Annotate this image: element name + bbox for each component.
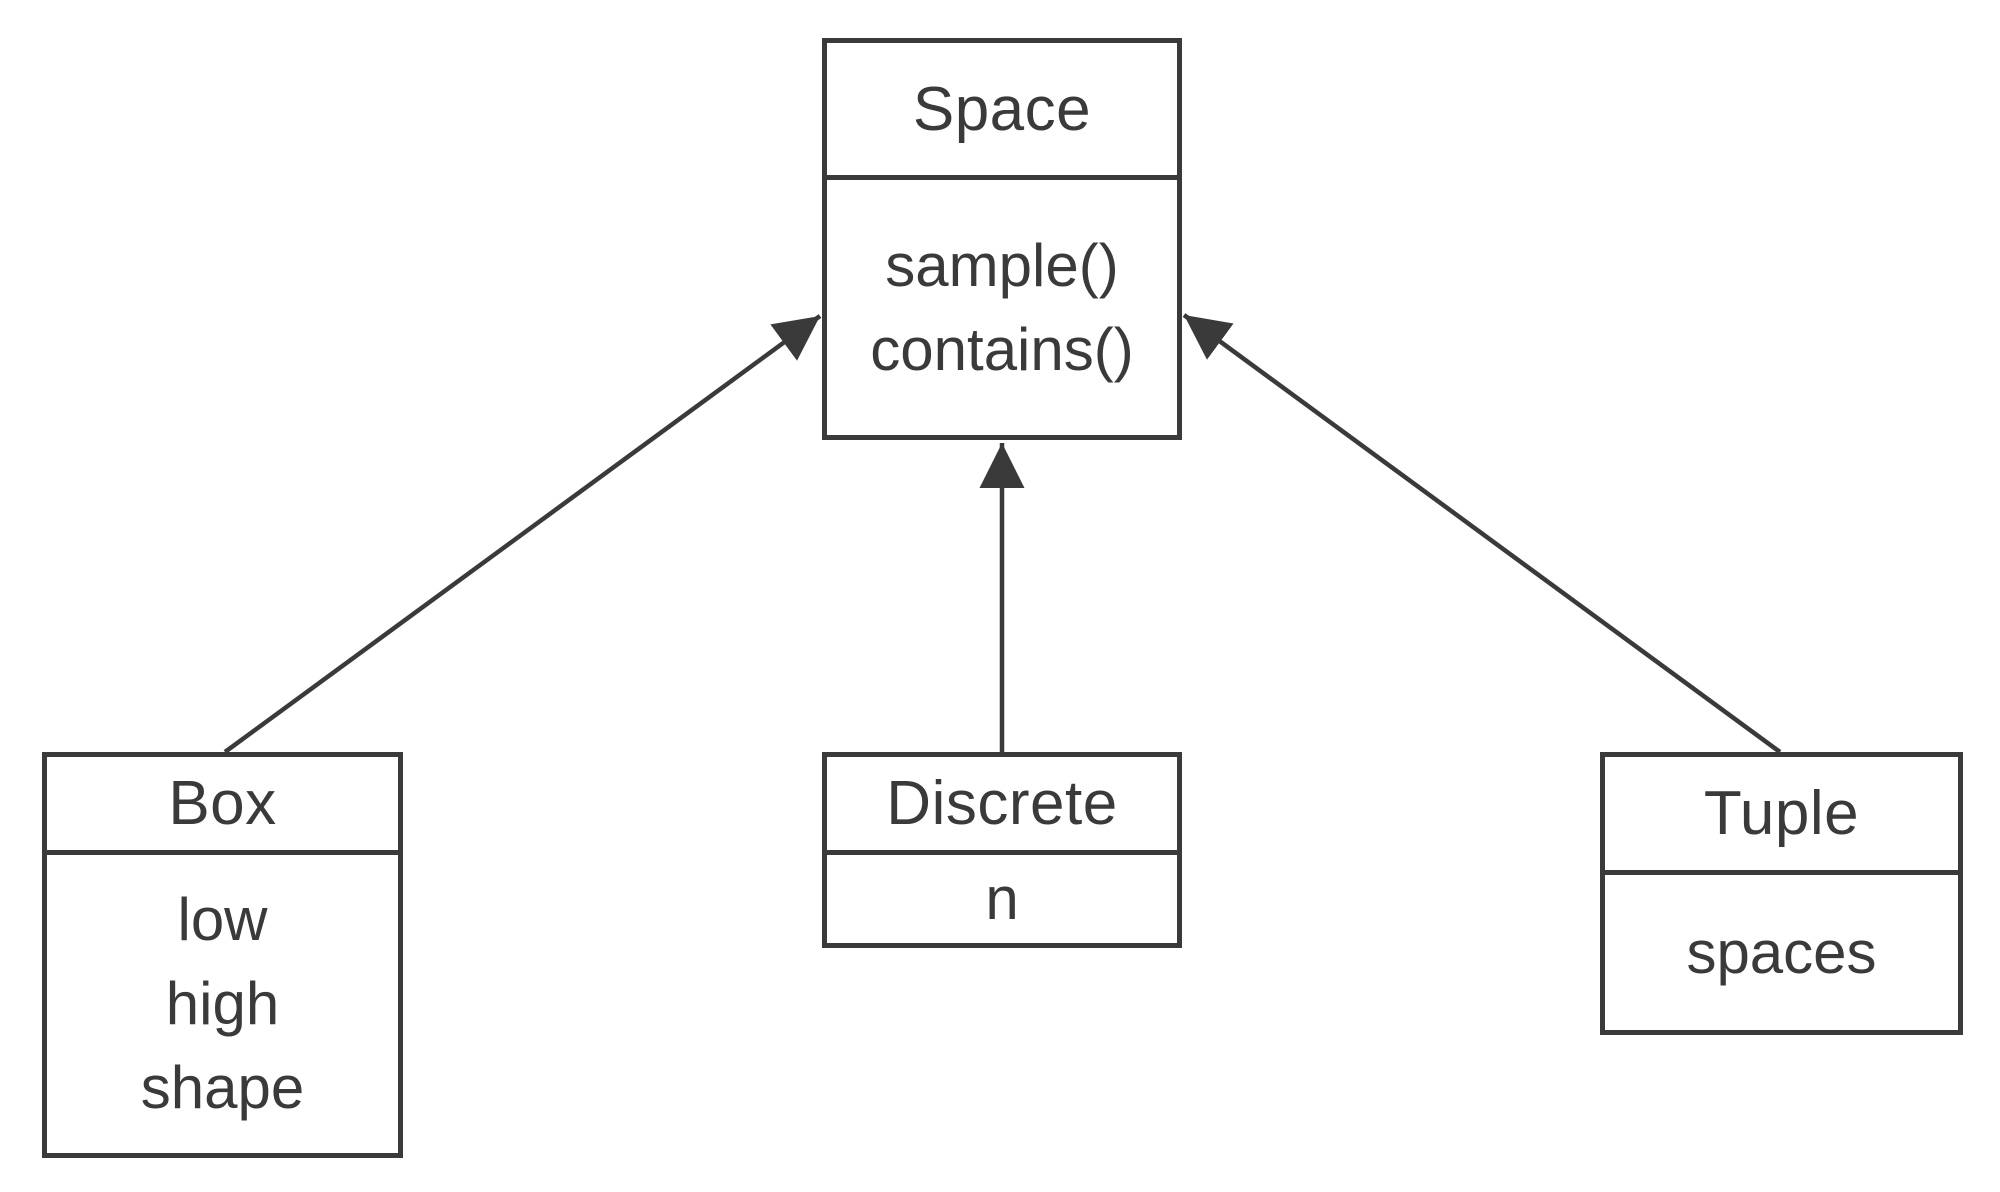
- class-space-member-contains: contains(): [870, 315, 1134, 383]
- class-space-name: Space: [827, 43, 1177, 180]
- class-box-member-low: low: [177, 886, 268, 953]
- class-box-name: Box: [47, 757, 398, 855]
- class-discrete-name: Discrete: [827, 757, 1177, 855]
- edge-tuple-to-space-arrow: [1182, 313, 1782, 754]
- class-box-members: low high shape: [47, 855, 398, 1153]
- class-discrete: Discrete n: [822, 752, 1182, 948]
- class-box: Box low high shape: [42, 752, 403, 1158]
- class-space-members: sample() contains(): [827, 180, 1177, 435]
- class-tuple-members: spaces: [1605, 875, 1958, 1030]
- class-space-member-sample: sample(): [885, 231, 1119, 299]
- class-box-member-shape: shape: [140, 1054, 305, 1121]
- class-discrete-members: n: [827, 855, 1177, 943]
- class-box-member-high: high: [165, 970, 280, 1037]
- edge-box-to-space-arrow: [223, 314, 822, 754]
- class-space: Space sample() contains(): [822, 38, 1182, 440]
- class-tuple: Tuple spaces: [1600, 752, 1963, 1035]
- class-tuple-name: Tuple: [1605, 757, 1958, 875]
- class-tuple-member-spaces: spaces: [1686, 918, 1877, 986]
- class-discrete-member-n: n: [985, 865, 1019, 932]
